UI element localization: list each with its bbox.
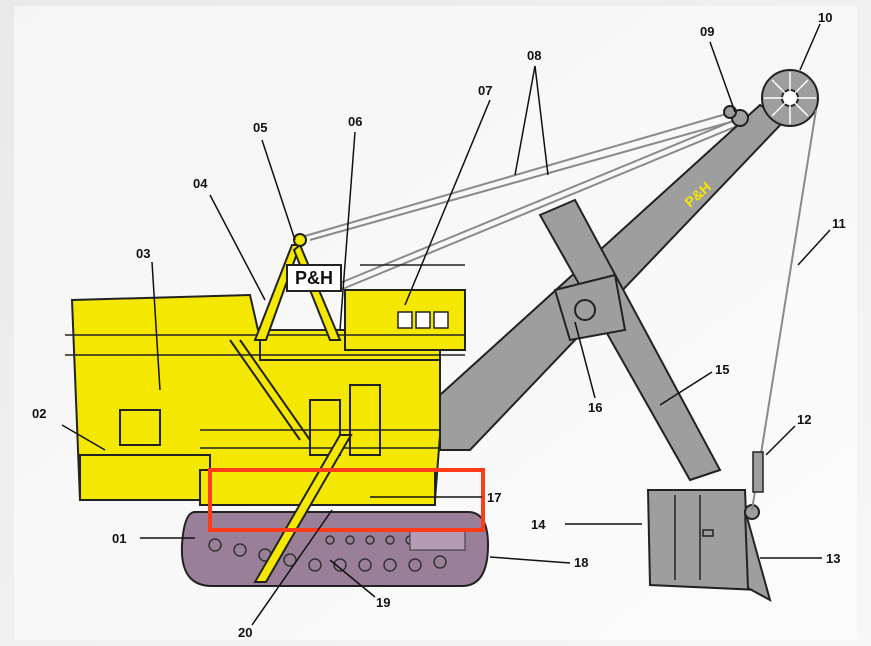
crawler-drive [409, 529, 466, 551]
callout-16: 16 [588, 400, 602, 415]
callout-10: 10 [818, 10, 832, 25]
aframe-brand-text: P&H [295, 268, 333, 288]
bail-equalizer [752, 451, 764, 493]
callout-14: 14 [531, 517, 546, 532]
callout-15: 15 [715, 362, 729, 377]
dipper-details [674, 495, 714, 580]
callout-12: 12 [797, 412, 811, 427]
callout-05: 05 [253, 120, 267, 135]
callout-labels: 01 02 03 04 05 06 07 08 09 10 11 12 13 1… [32, 10, 846, 640]
crawler-rollers [208, 535, 447, 572]
highlight-box [208, 468, 485, 532]
callout-13: 13 [826, 551, 840, 566]
cab-windows [397, 311, 449, 329]
callout-19: 19 [376, 595, 390, 610]
aframe-brand-plate [286, 264, 342, 292]
callout-17: 17 [487, 490, 501, 505]
callout-01: 01 [112, 531, 126, 546]
dipper-handle [538, 198, 722, 482]
suspension-ropes [304, 109, 746, 291]
callout-04: 04 [193, 176, 208, 191]
hoist-rope [751, 109, 817, 511]
callout-07: 07 [478, 83, 492, 98]
sheave-spokes [764, 72, 816, 124]
leader-lines [61, 23, 831, 626]
callout-03: 03 [136, 246, 150, 261]
callout-02: 02 [32, 406, 46, 421]
crawler-assembly [180, 511, 490, 587]
callout-08: 08 [527, 48, 541, 63]
callout-11: 11 [832, 216, 846, 231]
callout-20: 20 [238, 625, 252, 640]
callout-09: 09 [700, 24, 714, 39]
callout-06: 06 [348, 114, 362, 129]
callout-18: 18 [574, 555, 588, 570]
